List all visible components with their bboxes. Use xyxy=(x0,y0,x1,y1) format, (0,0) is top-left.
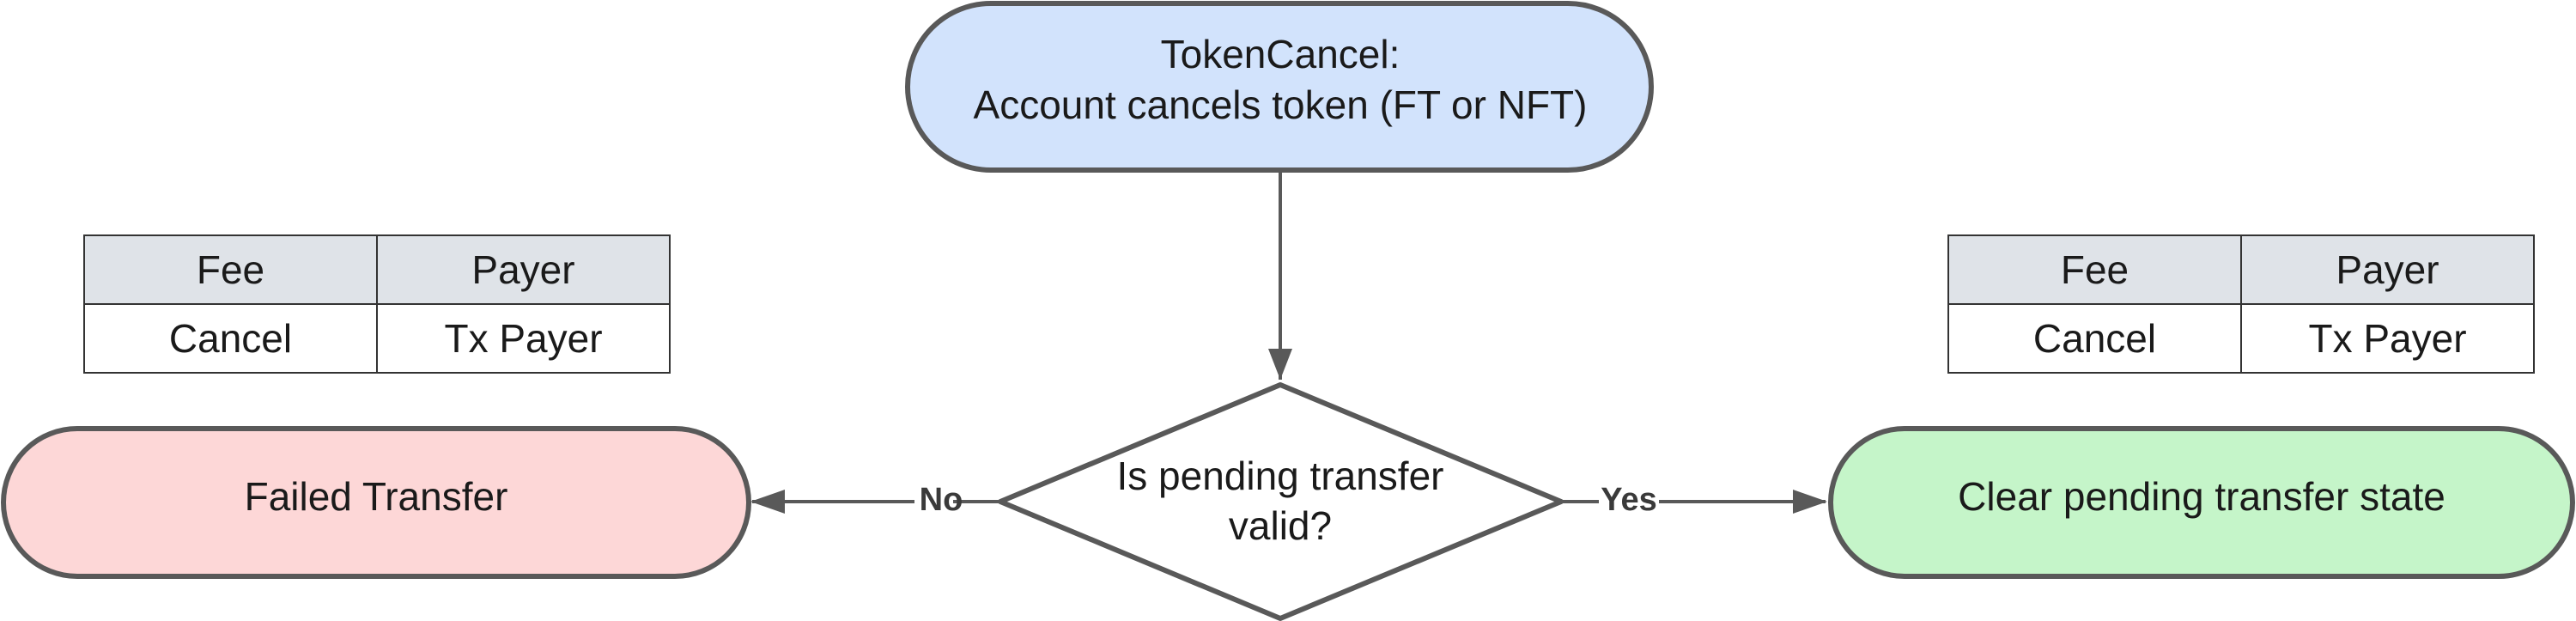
decision-node-question-line2: valid? xyxy=(1229,503,1332,548)
fee-table-header-row: Fee Payer xyxy=(1947,234,2535,305)
edge-label-yes: Yes xyxy=(1601,482,1657,518)
start-node-title: TokenCancel: xyxy=(1161,32,1400,76)
arrowhead-left-icon xyxy=(750,490,785,514)
fee-table-header-row: Fee Payer xyxy=(83,234,671,305)
fee-table-cell-fee: Cancel xyxy=(1947,303,2242,374)
connector-decision-to-success: Yes xyxy=(1561,482,1827,518)
table-row: Cancel Tx Payer xyxy=(83,303,671,374)
failed-transfer-label: Failed Transfer xyxy=(245,474,508,519)
failed-transfer-node[interactable]: Failed Transfer xyxy=(1,426,751,579)
fee-table-header-fee: Fee xyxy=(83,234,378,305)
arrowhead-right-icon xyxy=(1793,490,1827,514)
connector-decision-to-fail: No xyxy=(750,482,1000,518)
decision-node[interactable]: Is pending transfer valid? xyxy=(998,382,1564,621)
fee-table-cell-payer: Tx Payer xyxy=(2240,303,2535,374)
fee-table-left: Fee Payer Cancel Tx Payer xyxy=(83,234,671,374)
decision-node-question-line1: Is pending transfer xyxy=(1116,454,1443,498)
arrowhead-down-icon xyxy=(1268,349,1292,380)
clear-pending-state-label: Clear pending transfer state xyxy=(1958,474,2445,519)
table-row: Cancel Tx Payer xyxy=(1947,303,2535,374)
fee-table-header-fee: Fee xyxy=(1947,234,2242,305)
start-node-description: Account cancels token (FT or NFT) xyxy=(974,82,1588,127)
fee-table-cell-fee: Cancel xyxy=(83,303,378,374)
fee-table-cell-payer: Tx Payer xyxy=(376,303,671,374)
edge-label-no: No xyxy=(920,482,963,518)
connector-start-to-decision xyxy=(1268,170,1292,380)
fee-table-right: Fee Payer Cancel Tx Payer xyxy=(1947,234,2535,374)
fee-table-header-payer: Payer xyxy=(376,234,671,305)
start-node[interactable]: TokenCancel: Account cancels token (FT o… xyxy=(905,1,1654,173)
clear-pending-state-node[interactable]: Clear pending transfer state xyxy=(1828,426,2575,579)
fee-table-header-payer: Payer xyxy=(2240,234,2535,305)
